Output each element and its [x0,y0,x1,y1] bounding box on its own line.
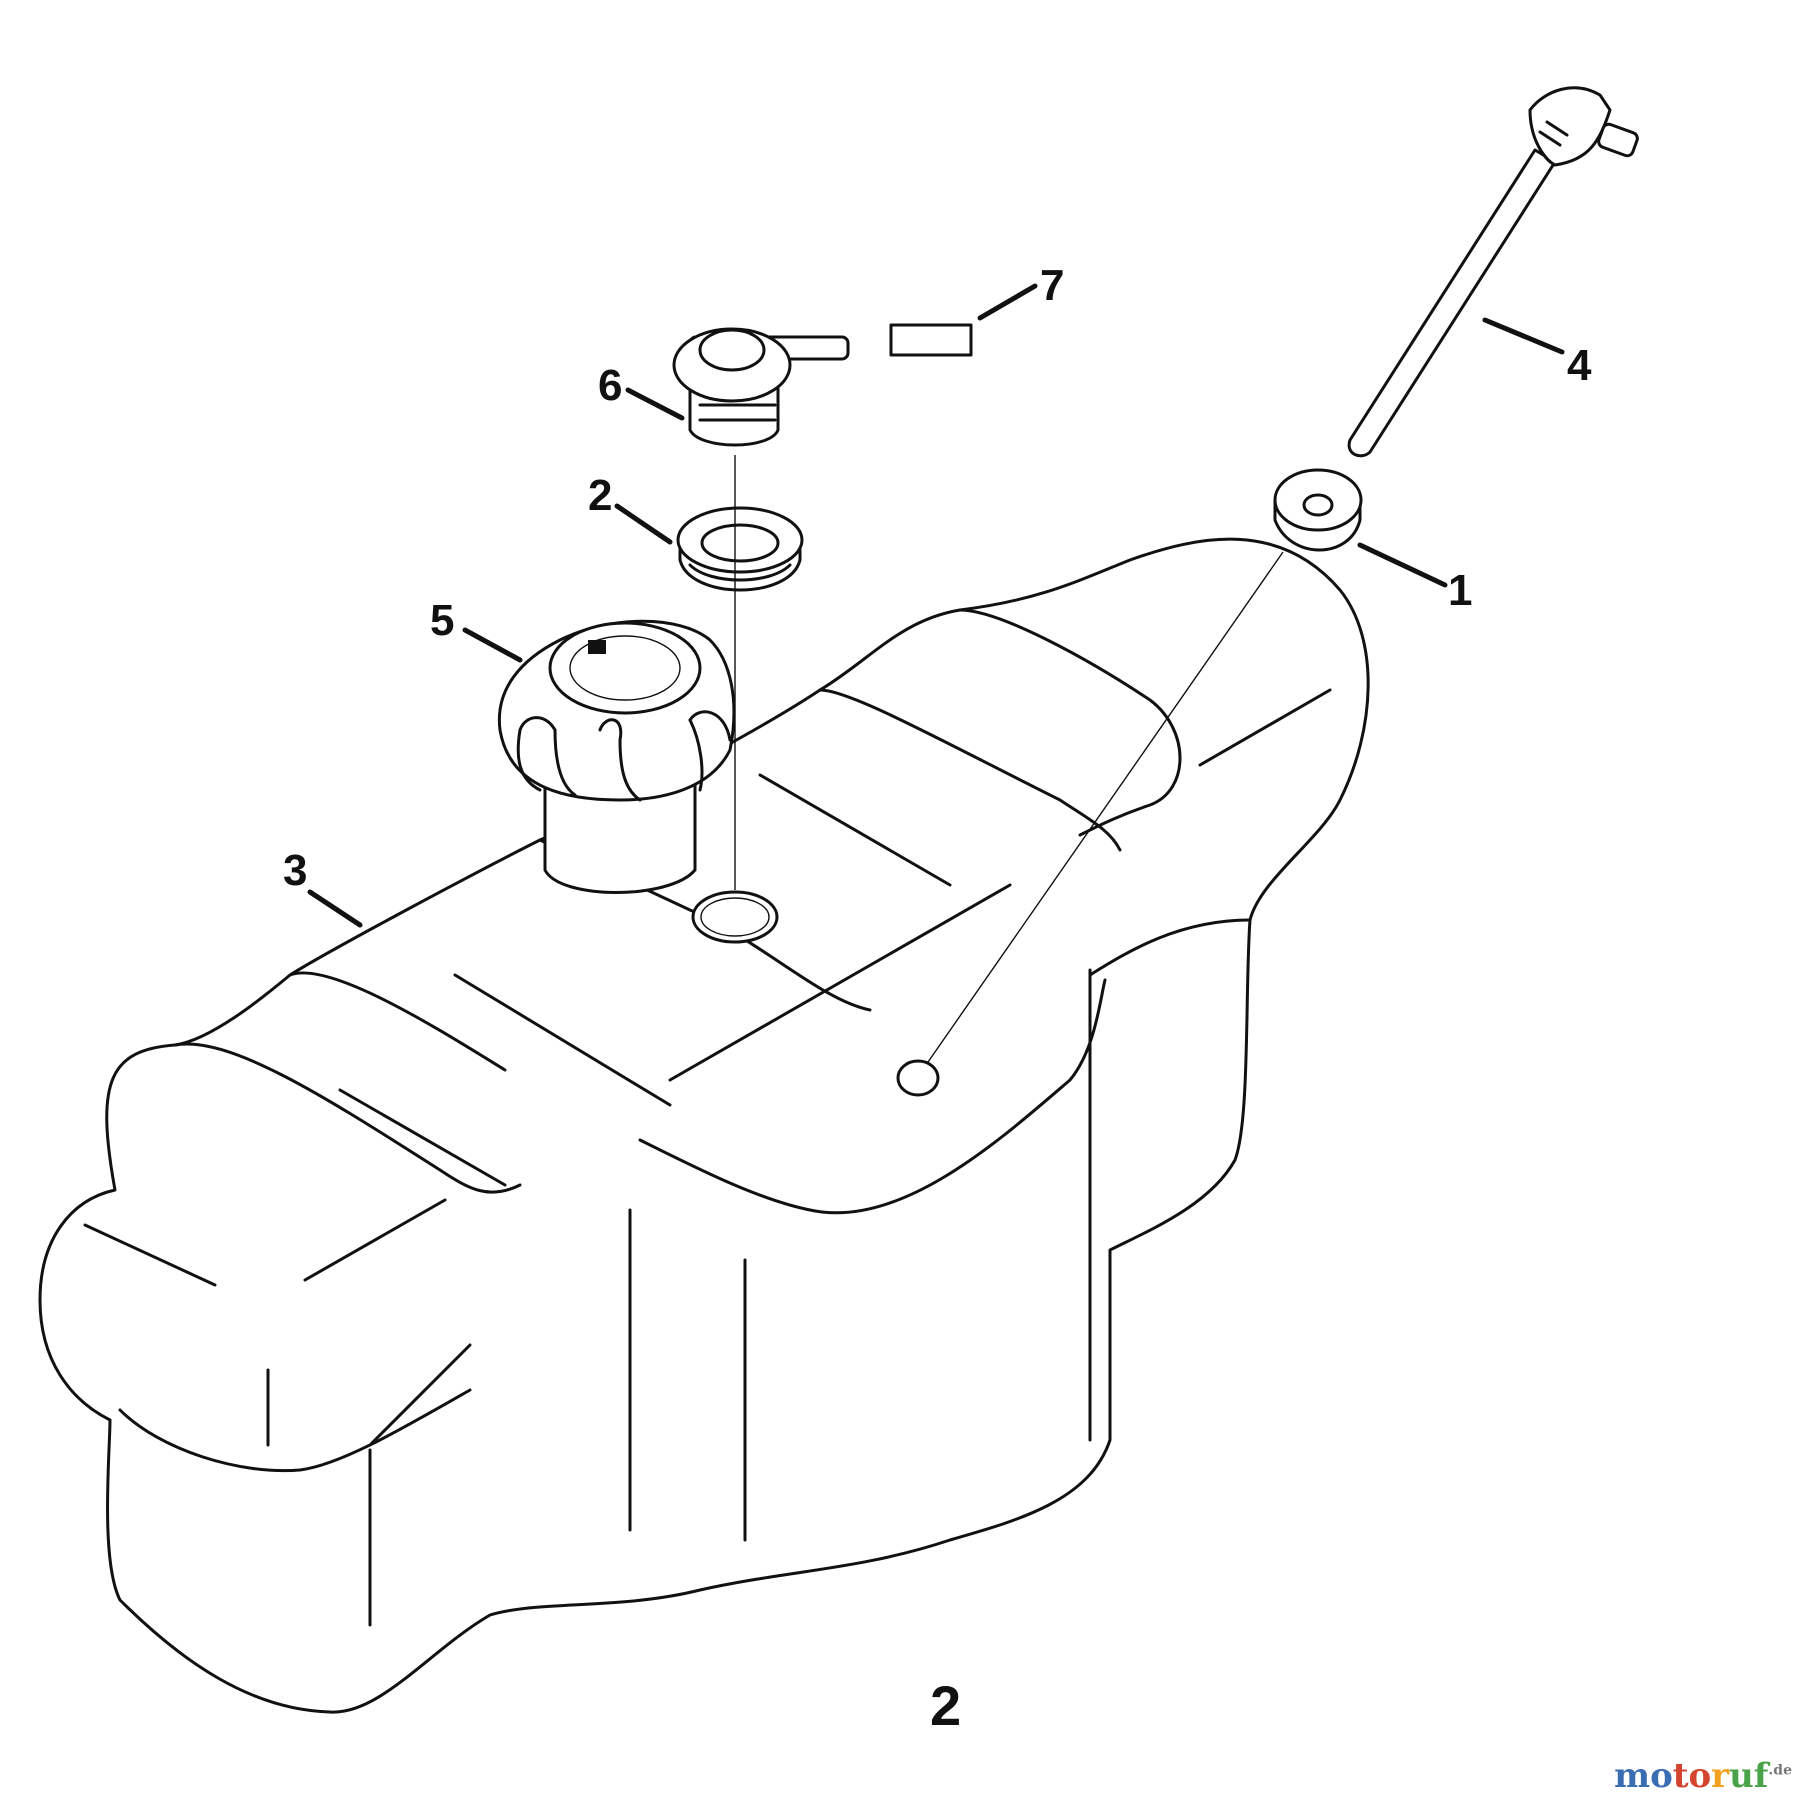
leader-6 [625,387,685,421]
callout-3: 3 [283,846,307,895]
callout-2: 2 [588,471,612,520]
tank-vent-opening [896,1059,940,1097]
callout-7: 7 [1040,261,1064,310]
leader-1 [1357,542,1448,588]
bushing [1273,468,1363,552]
watermark-logo: motoruf.de [1614,1756,1792,1796]
fuel-cap [497,619,736,802]
tank-port-opening [691,890,779,944]
grommet [676,506,804,592]
callout-6: 6 [598,361,622,410]
callout-1: 1 [1448,566,1472,615]
leader-5 [462,627,523,663]
valve-fitting [672,327,850,447]
callout-4: 4 [1567,341,1592,390]
fuel-pickup-tube [1347,86,1639,458]
filler-neck [543,778,697,894]
leader-7 [977,283,1038,321]
leader-2 [614,503,673,545]
leader-3 [307,889,363,928]
callout-5: 5 [430,596,454,645]
hose-sleeve [889,323,973,357]
figure-number: 2 [930,1674,961,1737]
leader-4 [1482,317,1565,355]
fuel-tank [38,537,1370,1714]
